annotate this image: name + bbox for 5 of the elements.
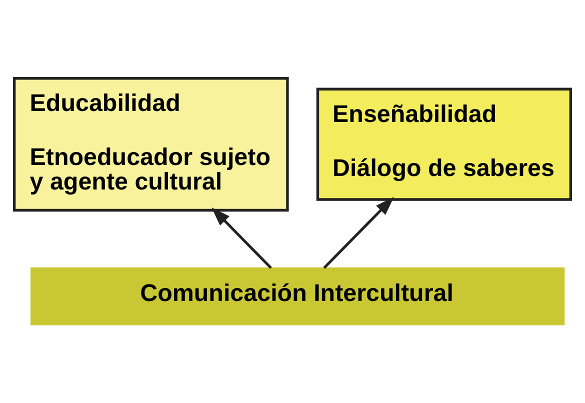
arrow (212, 207, 272, 269)
node-box: Comunicación Intercultural (30, 267, 565, 326)
node-box: Enseñabilidad Diálogo de saberes (316, 88, 572, 201)
node-box: Educabilidad Etnoeducador sujeto y agente cultural (12, 77, 289, 212)
arrow (323, 196, 394, 269)
